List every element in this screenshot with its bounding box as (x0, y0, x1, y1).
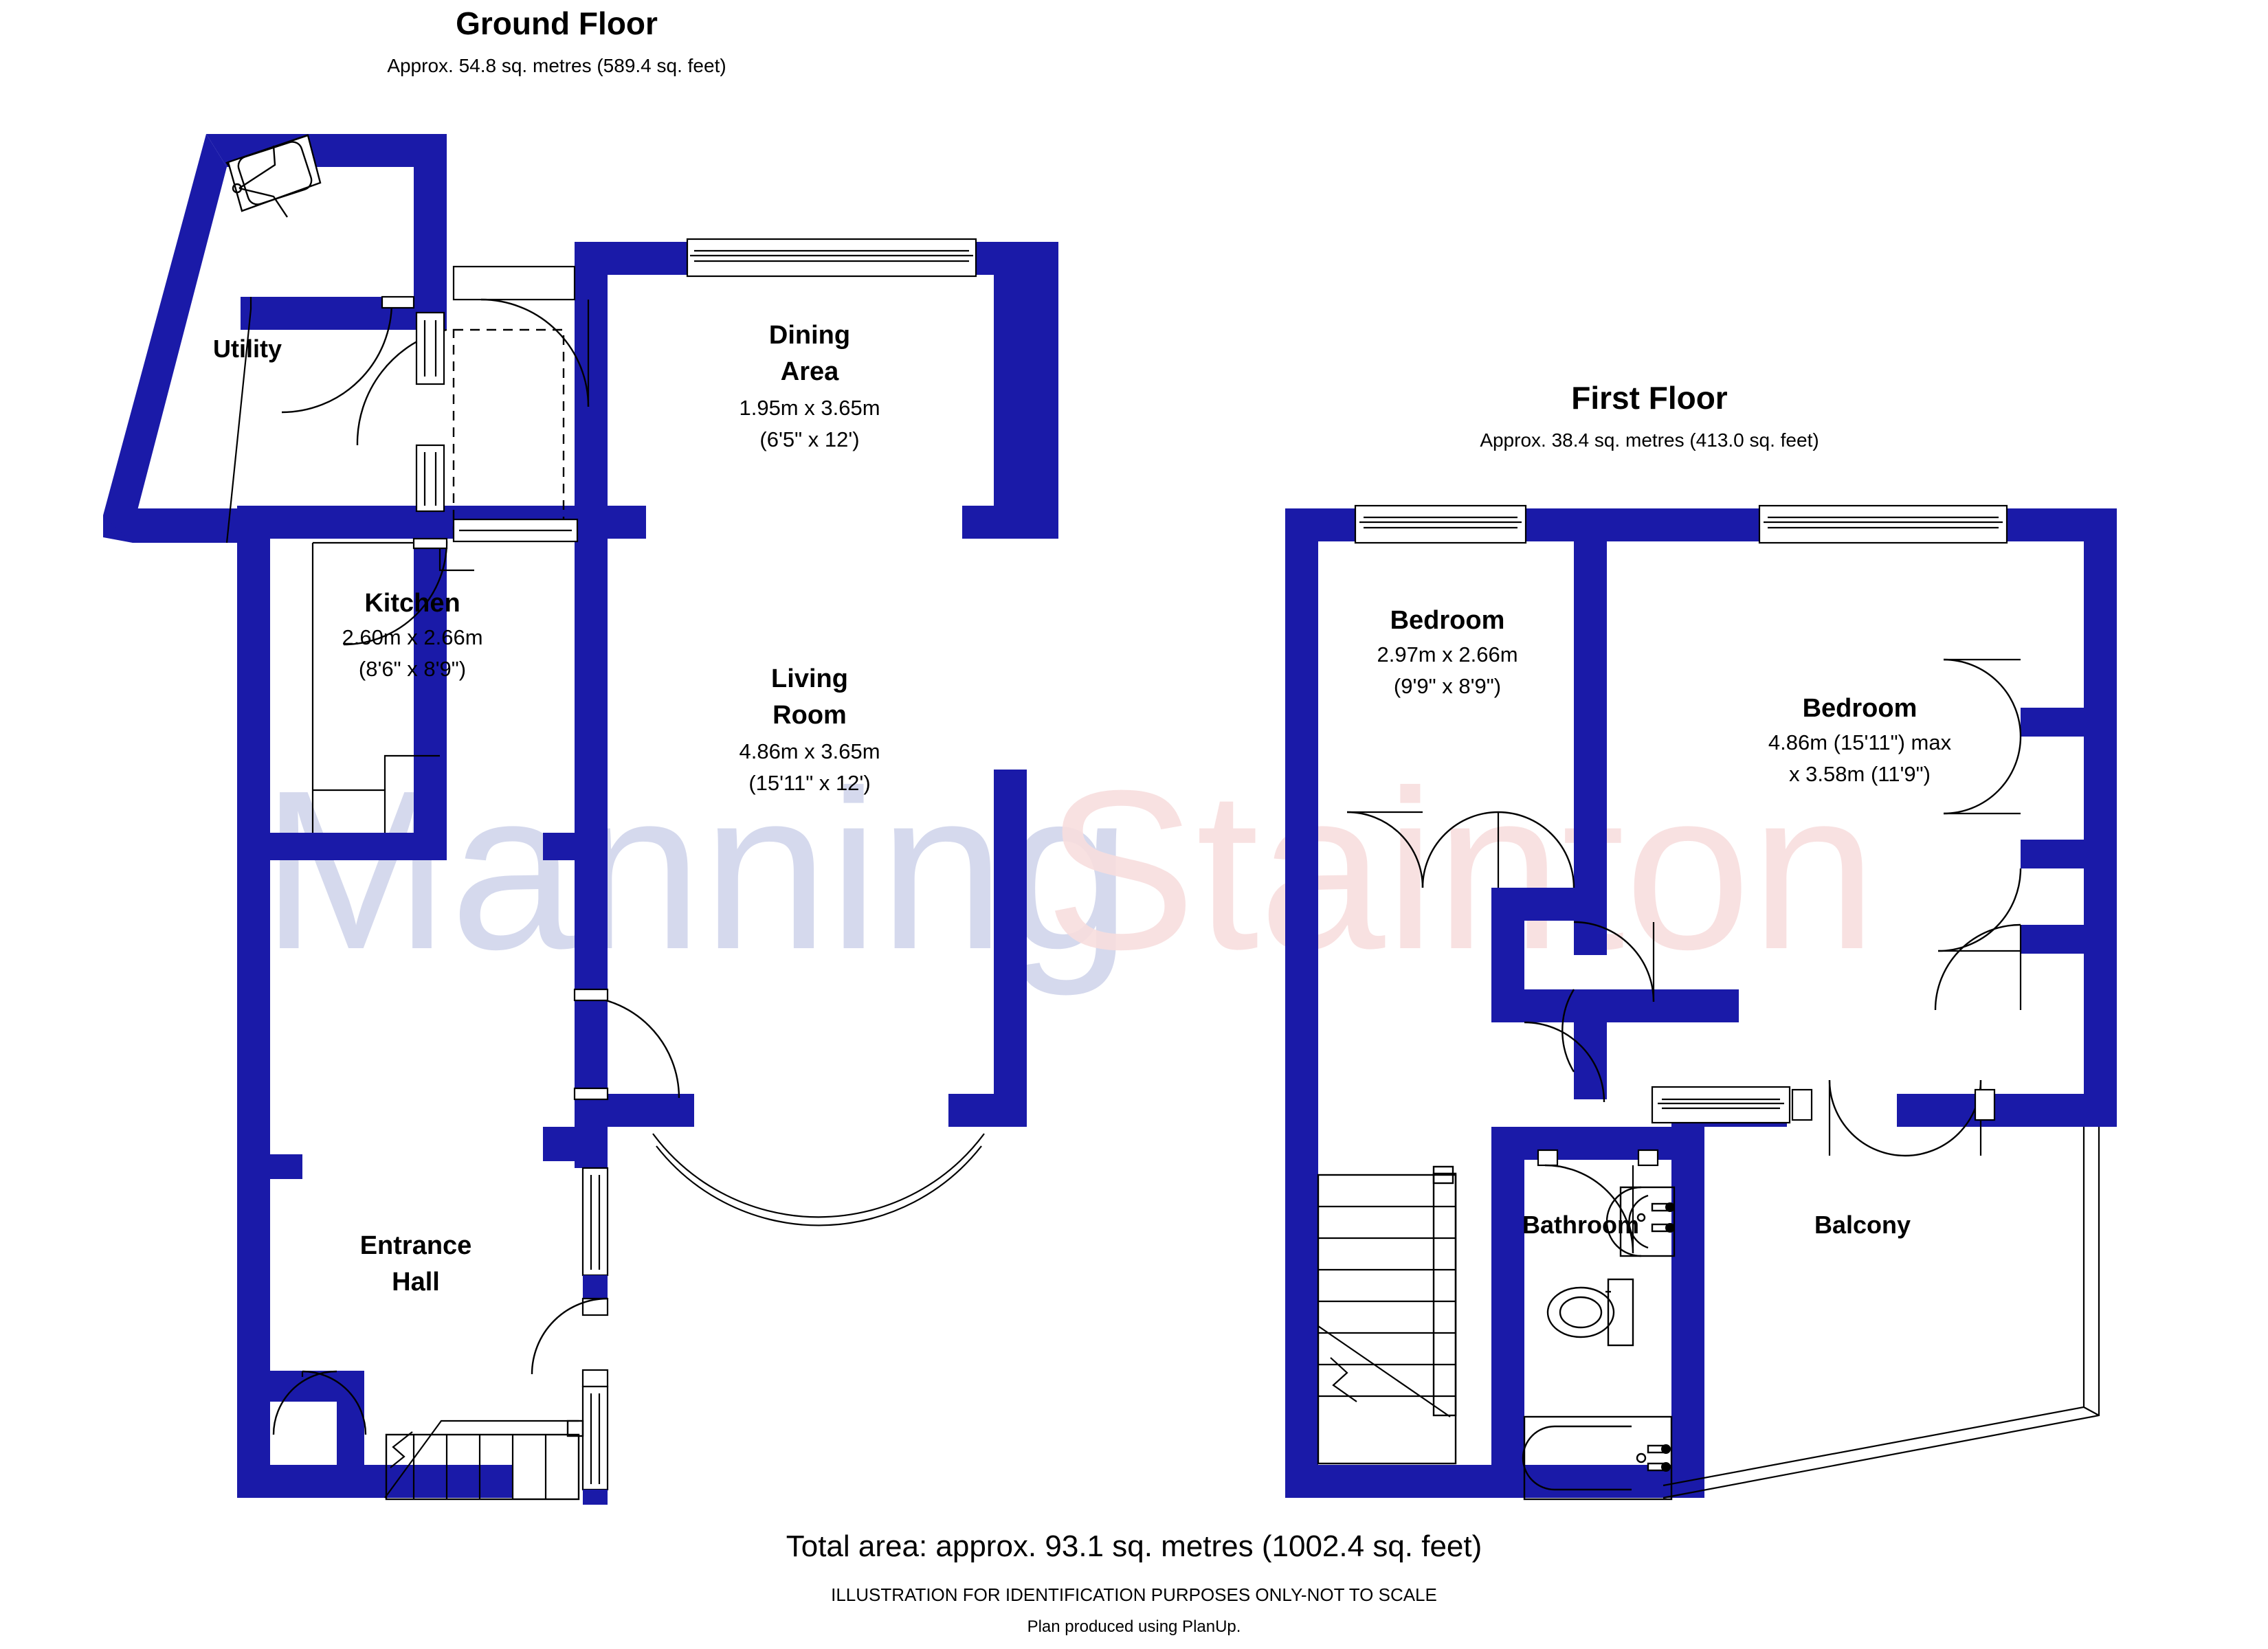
window-dining (686, 238, 977, 278)
room-dim-living-ft: (15'11" x 12') (748, 771, 870, 795)
room-label-balcony: Balcony (1814, 1211, 1911, 1239)
room-dim-bedroom-2-m: 4.86m (15'11") max (1768, 730, 1952, 754)
room-label-living-line2: Room (772, 701, 847, 730)
door-utility (281, 295, 415, 414)
balcony-outline (1663, 1127, 2100, 1499)
sliding-door-set (415, 311, 445, 513)
first-floor-area-note: Approx. 38.4 sq. metres (413.0 sq. feet) (1480, 429, 1819, 451)
watermark-part-1: Manning (261, 743, 1131, 998)
ground-floor-title: Ground Floor (456, 5, 658, 41)
window-bedroom-1 (1354, 504, 1527, 544)
first-floor-header: First Floor Approx. 38.4 sq. metres (413… (1480, 380, 1819, 451)
room-dim-bedroom-2-ft: x 3.58m (11'9") (1789, 762, 1931, 786)
first-floor-labels: Bedroom 2.97m x 2.66m (9'9" x 8'9") Bedr… (1377, 606, 1951, 1239)
kitchen-window (452, 518, 579, 543)
ground-floor-labels: Utility Dining Area 1.95m x 3.65m (6'5" … (213, 321, 880, 1297)
ground-floor-area-note: Approx. 54.8 sq. metres (589.4 sq. feet) (387, 55, 726, 76)
watermark: Manning Stainton (261, 743, 1877, 998)
door-living (573, 988, 680, 1101)
door-bathroom (1537, 1149, 1659, 1254)
door-landing-bathroom (1524, 989, 1605, 1103)
bathroom-fixtures (1522, 1186, 1676, 1501)
ground-floor-plan (103, 134, 1058, 1505)
room-dim-dining-ft: (6'5" x 12') (759, 427, 859, 451)
window-bedroom-2 (1758, 504, 2008, 544)
door-bedroom-2 (1498, 811, 1655, 1002)
first-floor-title: First Floor (1571, 380, 1728, 416)
entrance-door-and-windows (531, 1167, 609, 1505)
room-label-dining-line1: Dining (769, 321, 850, 350)
wardrobe-doors-bedroom-2 (1934, 658, 2022, 1011)
door-bedroom-1 (1346, 811, 1500, 888)
watermark-part-2: Stainton (1045, 743, 1877, 996)
stairs-ground (384, 1420, 584, 1501)
first-floor-plan (1285, 504, 2117, 1501)
footer: Total area: approx. 93.1 sq. metres (100… (786, 1529, 1482, 1636)
door-kitchen (343, 537, 448, 646)
room-label-dining-line2: Area (781, 357, 839, 386)
room-label-utility: Utility (213, 335, 282, 363)
window-balcony (1651, 1086, 1791, 1124)
dashed-cupboard (452, 328, 565, 530)
room-label-bathroom: Bathroom (1522, 1211, 1639, 1239)
room-dim-living-m: 4.86m x 3.65m (739, 739, 880, 763)
ground-floor-header: Ground Floor Approx. 54.8 sq. metres (58… (387, 5, 726, 76)
bay-window-arc (652, 1133, 985, 1226)
shower-tray-icon (225, 134, 322, 218)
room-label-kitchen: Kitchen (364, 589, 460, 618)
room-label-bedroom-2: Bedroom (1803, 694, 1917, 723)
room-label-bedroom-1: Bedroom (1390, 606, 1505, 635)
total-area-text: Total area: approx. 93.1 sq. metres (100… (786, 1529, 1482, 1563)
stairs-first (1317, 1165, 1457, 1465)
door-dining (452, 265, 590, 407)
room-label-entrance-line1: Entrance (360, 1231, 472, 1260)
room-dim-kitchen-m: 2.60m x 2.66m (342, 625, 482, 649)
disclaimer-text: ILLUSTRATION FOR IDENTIFICATION PURPOSES… (831, 1584, 1437, 1605)
room-label-living-line1: Living (771, 664, 848, 693)
cupboard-doors (272, 1370, 367, 1435)
balcony-doors (1791, 1079, 1996, 1157)
utility-outer-walls (103, 134, 447, 543)
room-dim-kitchen-ft: (8'6" x 8'9") (359, 657, 466, 681)
room-dim-bedroom-1-ft: (9'9" x 8'9") (1394, 674, 1501, 698)
room-dim-dining-m: 1.95m x 3.65m (739, 396, 880, 420)
producer-text: Plan produced using PlanUp. (1027, 1617, 1241, 1636)
room-label-entrance-line2: Hall (392, 1268, 440, 1297)
room-dim-bedroom-1-m: 2.97m x 2.66m (1377, 642, 1517, 666)
